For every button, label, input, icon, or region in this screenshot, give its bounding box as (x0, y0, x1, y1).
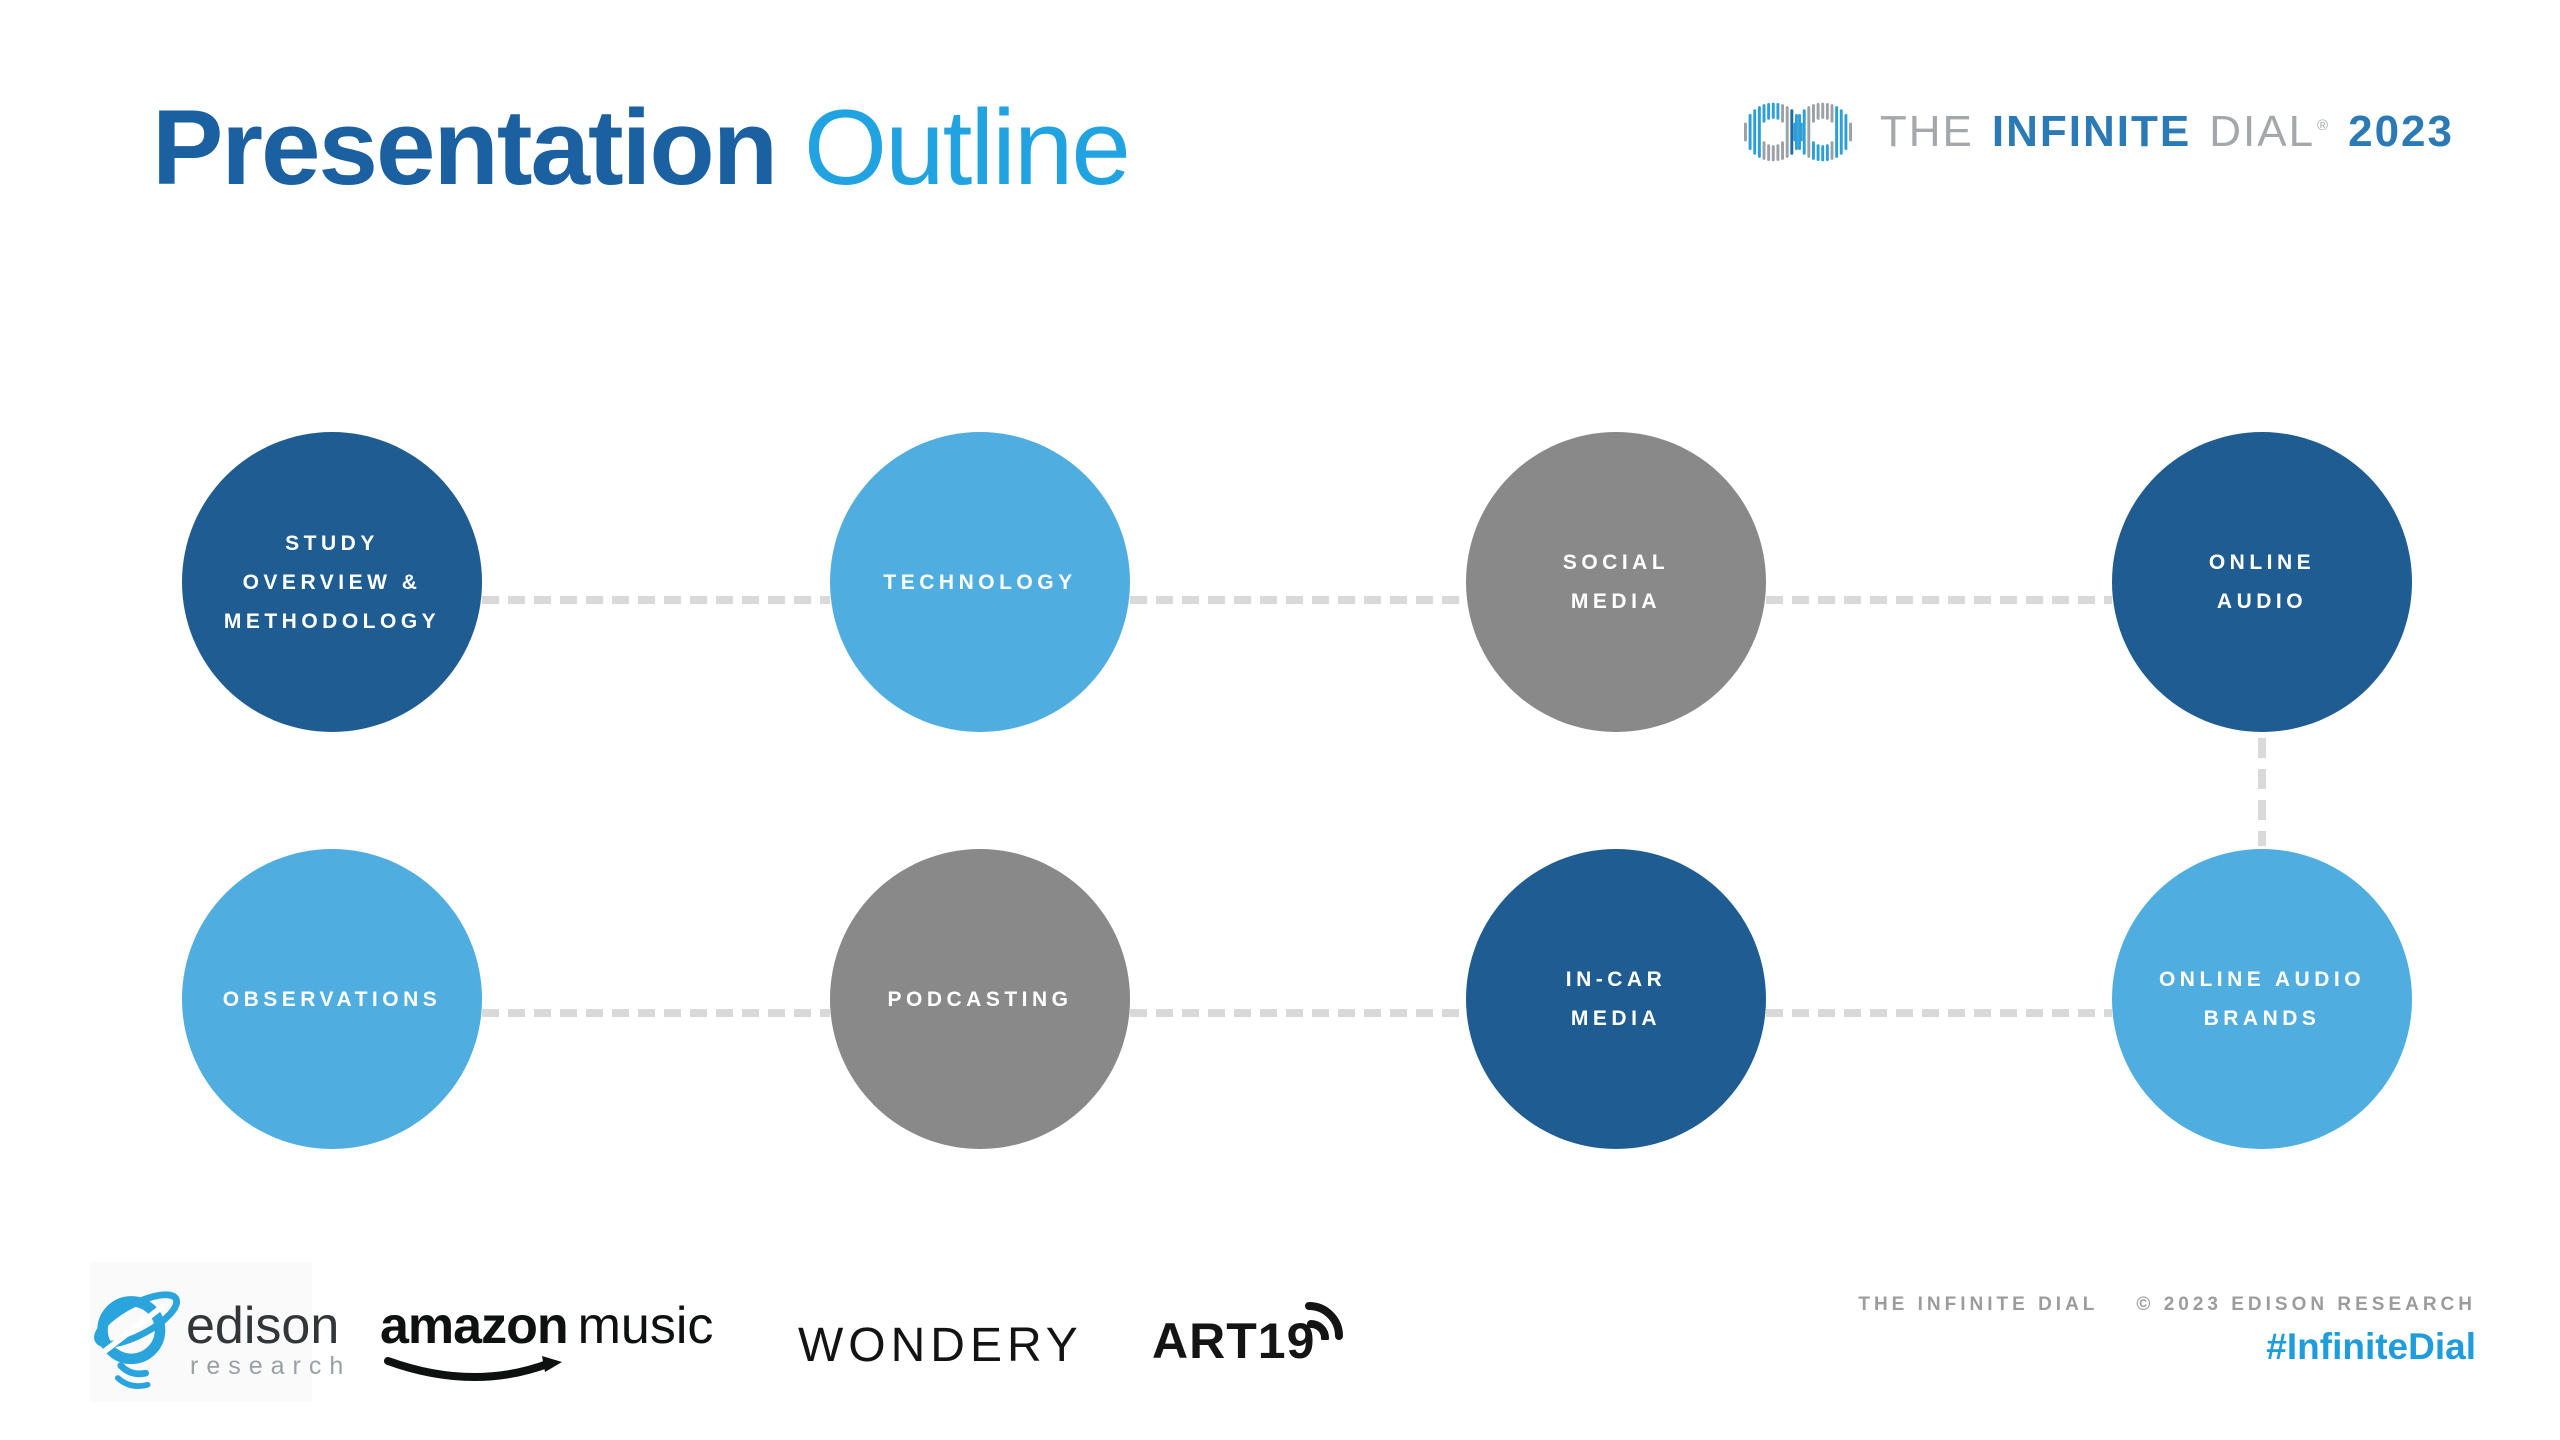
outline-node-online-audio-brands: ONLINE AUDIO BRANDS (2112, 849, 2412, 1149)
outline-node-observations: OBSERVATIONS (182, 849, 482, 1149)
hashtag: #InfiniteDial (2266, 1326, 2476, 1367)
connector-row1-c (1766, 596, 2112, 604)
brand-word-dial: DIAL® (2209, 107, 2331, 156)
node-label: ONLINE AUDIO (2208, 551, 2316, 613)
brand-word-year: 2023 (2348, 107, 2454, 156)
wondery-logo: WONDERY (798, 1319, 1083, 1372)
outline-node-online-audio: ONLINE AUDIO (2112, 432, 2412, 732)
node-label: IN-CAR MEDIA (1565, 968, 1667, 1030)
brand-word-infinite: INFINITE (1991, 107, 2192, 156)
page-title: Presentation Outline (152, 94, 1131, 201)
connector-row1-b (1130, 596, 1466, 604)
connector-row1-a (482, 596, 830, 604)
edison-research-logo: edison research (90, 1262, 343, 1402)
outline-node-in-car-media: IN-CAR MEDIA (1466, 849, 1766, 1149)
edison-planet-icon (94, 1291, 180, 1389)
footer-credit: THE INFINITE DIAL © 2023 EDISON RESEARCH (1858, 1294, 2476, 1316)
art19-signal-icon (1305, 1302, 1344, 1340)
edison-subtitle: research (190, 1352, 352, 1380)
infinity-icon (1743, 102, 1852, 162)
brand-word-the: THE (1879, 107, 1974, 156)
credit-copyright: © 2023 EDISON RESEARCH (2136, 1294, 2476, 1315)
outline-node-study-overview-methodology: STUDY OVERVIEW & METHODOLOGY (182, 432, 482, 732)
node-label: SOCIAL MEDIA (1562, 551, 1670, 613)
node-label: ONLINE AUDIO BRANDS (2158, 968, 2366, 1030)
connector-row2-c (1766, 1009, 2112, 1017)
outline-node-technology: TECHNOLOGY (830, 432, 1130, 732)
title-secondary: Outline (803, 87, 1131, 207)
amazon-smile-icon (384, 1356, 562, 1381)
outline-node-podcasting: PODCASTING (830, 849, 1130, 1149)
infinite-dial-wordmark: THE INFINITE DIAL® 2023 (1880, 107, 2454, 157)
node-label: STUDY OVERVIEW & METHODOLOGY (223, 531, 441, 633)
registered-mark: ® (2317, 117, 2331, 135)
connector-vertical-online-audio (2258, 738, 2266, 846)
edison-name: edison (186, 1297, 340, 1355)
node-label: TECHNOLOGY (883, 570, 1077, 594)
title-primary: Presentation (152, 87, 778, 207)
connector-row2-a (482, 1009, 830, 1017)
node-label: OBSERVATIONS (222, 987, 442, 1011)
connector-row2-b (1130, 1009, 1466, 1017)
credit-title: THE INFINITE DIAL (1858, 1294, 2099, 1315)
node-label: PODCASTING (887, 987, 1073, 1011)
outline-node-social-media: SOCIAL MEDIA (1466, 432, 1766, 732)
infinite-dial-logo: THE INFINITE DIAL® 2023 (1742, 98, 2454, 166)
art19-logo: ART19 (1152, 1302, 1344, 1370)
